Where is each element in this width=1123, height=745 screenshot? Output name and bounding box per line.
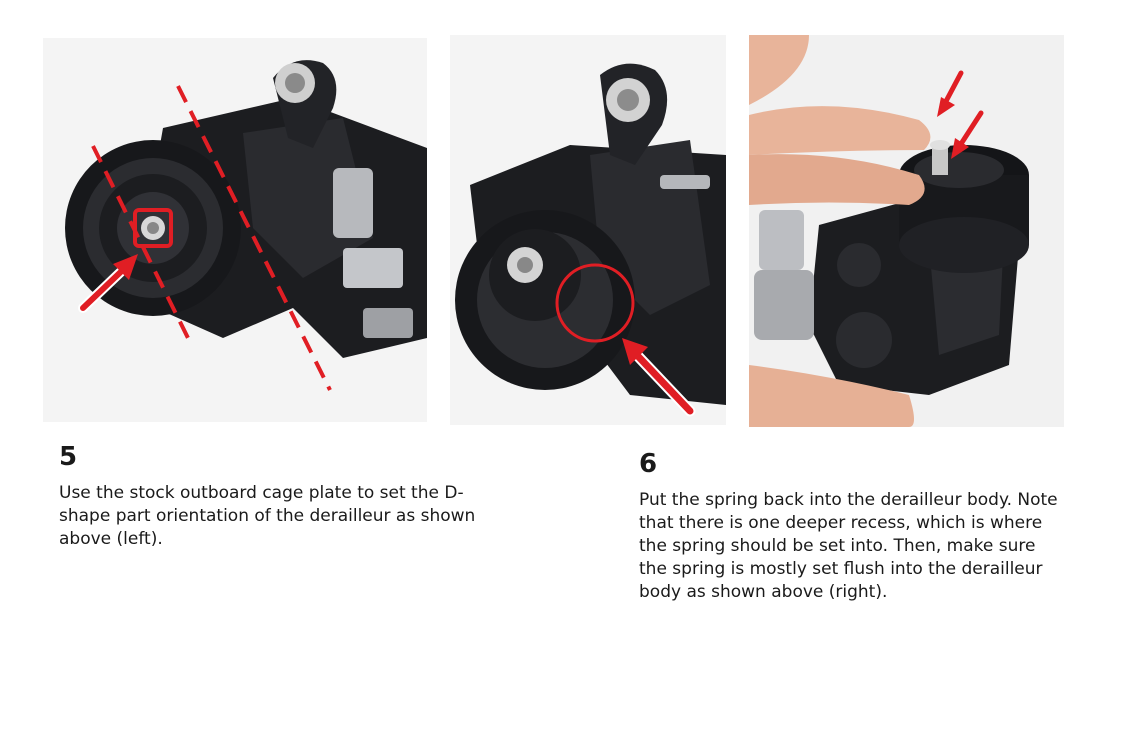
photo-derailleur-dshape-orientation (43, 38, 427, 422)
photo-spring-flush-in-body (749, 35, 1064, 427)
step-6-text: Put the spring back into the derailleur … (639, 490, 1058, 602)
photo-derailleur-dshape-illustration (43, 38, 427, 422)
photo-derailleur-recess-illustration (450, 35, 726, 425)
step-6: 6 Put the spring back into the derailleu… (639, 449, 1069, 604)
photo-derailleur-deeper-recess (450, 35, 726, 425)
step-5: 5 Use the stock outboard cage plate to s… (59, 442, 489, 551)
step-5-text: Use the stock outboard cage plate to set… (59, 483, 476, 549)
photo-spring-illustration (749, 35, 1064, 427)
step-5-number: 5 (59, 442, 78, 472)
step-6-number: 6 (639, 449, 658, 479)
